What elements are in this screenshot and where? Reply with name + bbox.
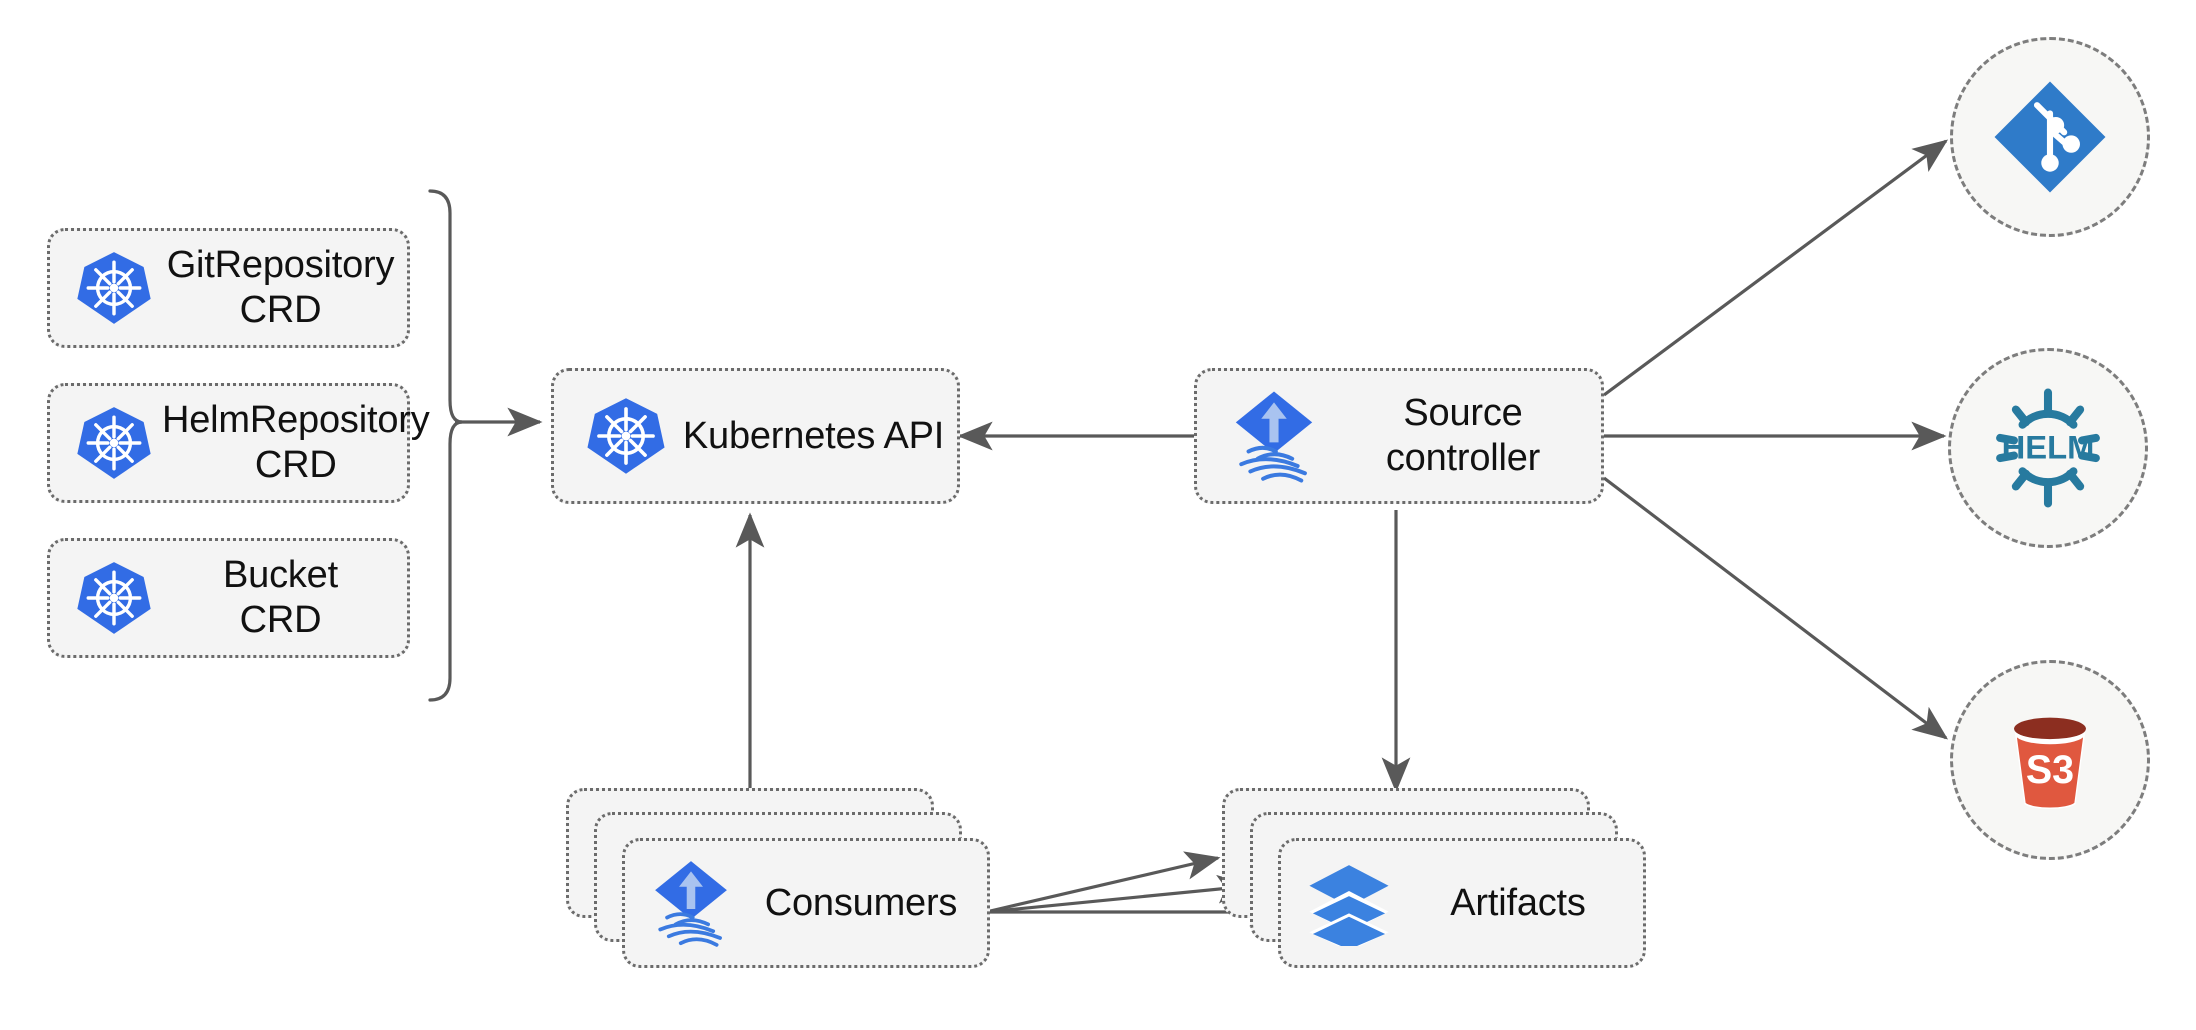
s3-label: S3 (2026, 748, 2074, 792)
node-artifacts[interactable]: Artifacts (1278, 838, 1646, 968)
node-label: Kubernetes API (682, 414, 945, 457)
helm-icon: HELM (1985, 385, 2111, 511)
node-git-backend[interactable] (1950, 37, 2150, 237)
edge-source-controller-to-s3 (1603, 476, 1949, 740)
node-gitrepository-crd[interactable]: GitRepository CRD (47, 228, 410, 348)
flux-icon (639, 856, 743, 950)
node-s3-backend[interactable]: S3 (1950, 660, 2150, 860)
node-helmrepository-crd[interactable]: HelmRepository CRD (47, 383, 430, 503)
edge-consumers-to-artifacts-1 (985, 851, 1221, 914)
node-label: Source controller (1385, 392, 1541, 479)
kubernetes-icon (66, 249, 162, 327)
edge-consumers-to-artifacts-2 (985, 874, 1253, 914)
git-icon (1991, 78, 2109, 196)
helm-label: HELM (2002, 429, 2095, 466)
s3-bucket-icon: S3 (1992, 702, 2108, 818)
node-source-controller[interactable]: Source controller (1194, 368, 1604, 504)
node-label: Artifacts (1450, 881, 1586, 924)
kubernetes-icon (574, 395, 678, 477)
node-label: HelmRepository CRD (162, 399, 430, 486)
flux-icon (1215, 386, 1333, 486)
node-consumers[interactable]: Consumers (622, 838, 990, 968)
node-label: Consumers (764, 881, 958, 924)
node-helm-backend[interactable]: HELM (1948, 348, 2148, 548)
node-label: GitRepository CRD (166, 244, 395, 331)
node-bucket-crd[interactable]: Bucket CRD (47, 538, 410, 658)
edge-source-controller-to-git (1603, 139, 1949, 397)
layers-icon (1297, 860, 1401, 946)
node-label: Bucket CRD (223, 554, 338, 641)
kubernetes-icon (66, 559, 162, 637)
node-kubernetes-api[interactable]: Kubernetes API (551, 368, 960, 504)
kubernetes-icon (66, 404, 162, 482)
